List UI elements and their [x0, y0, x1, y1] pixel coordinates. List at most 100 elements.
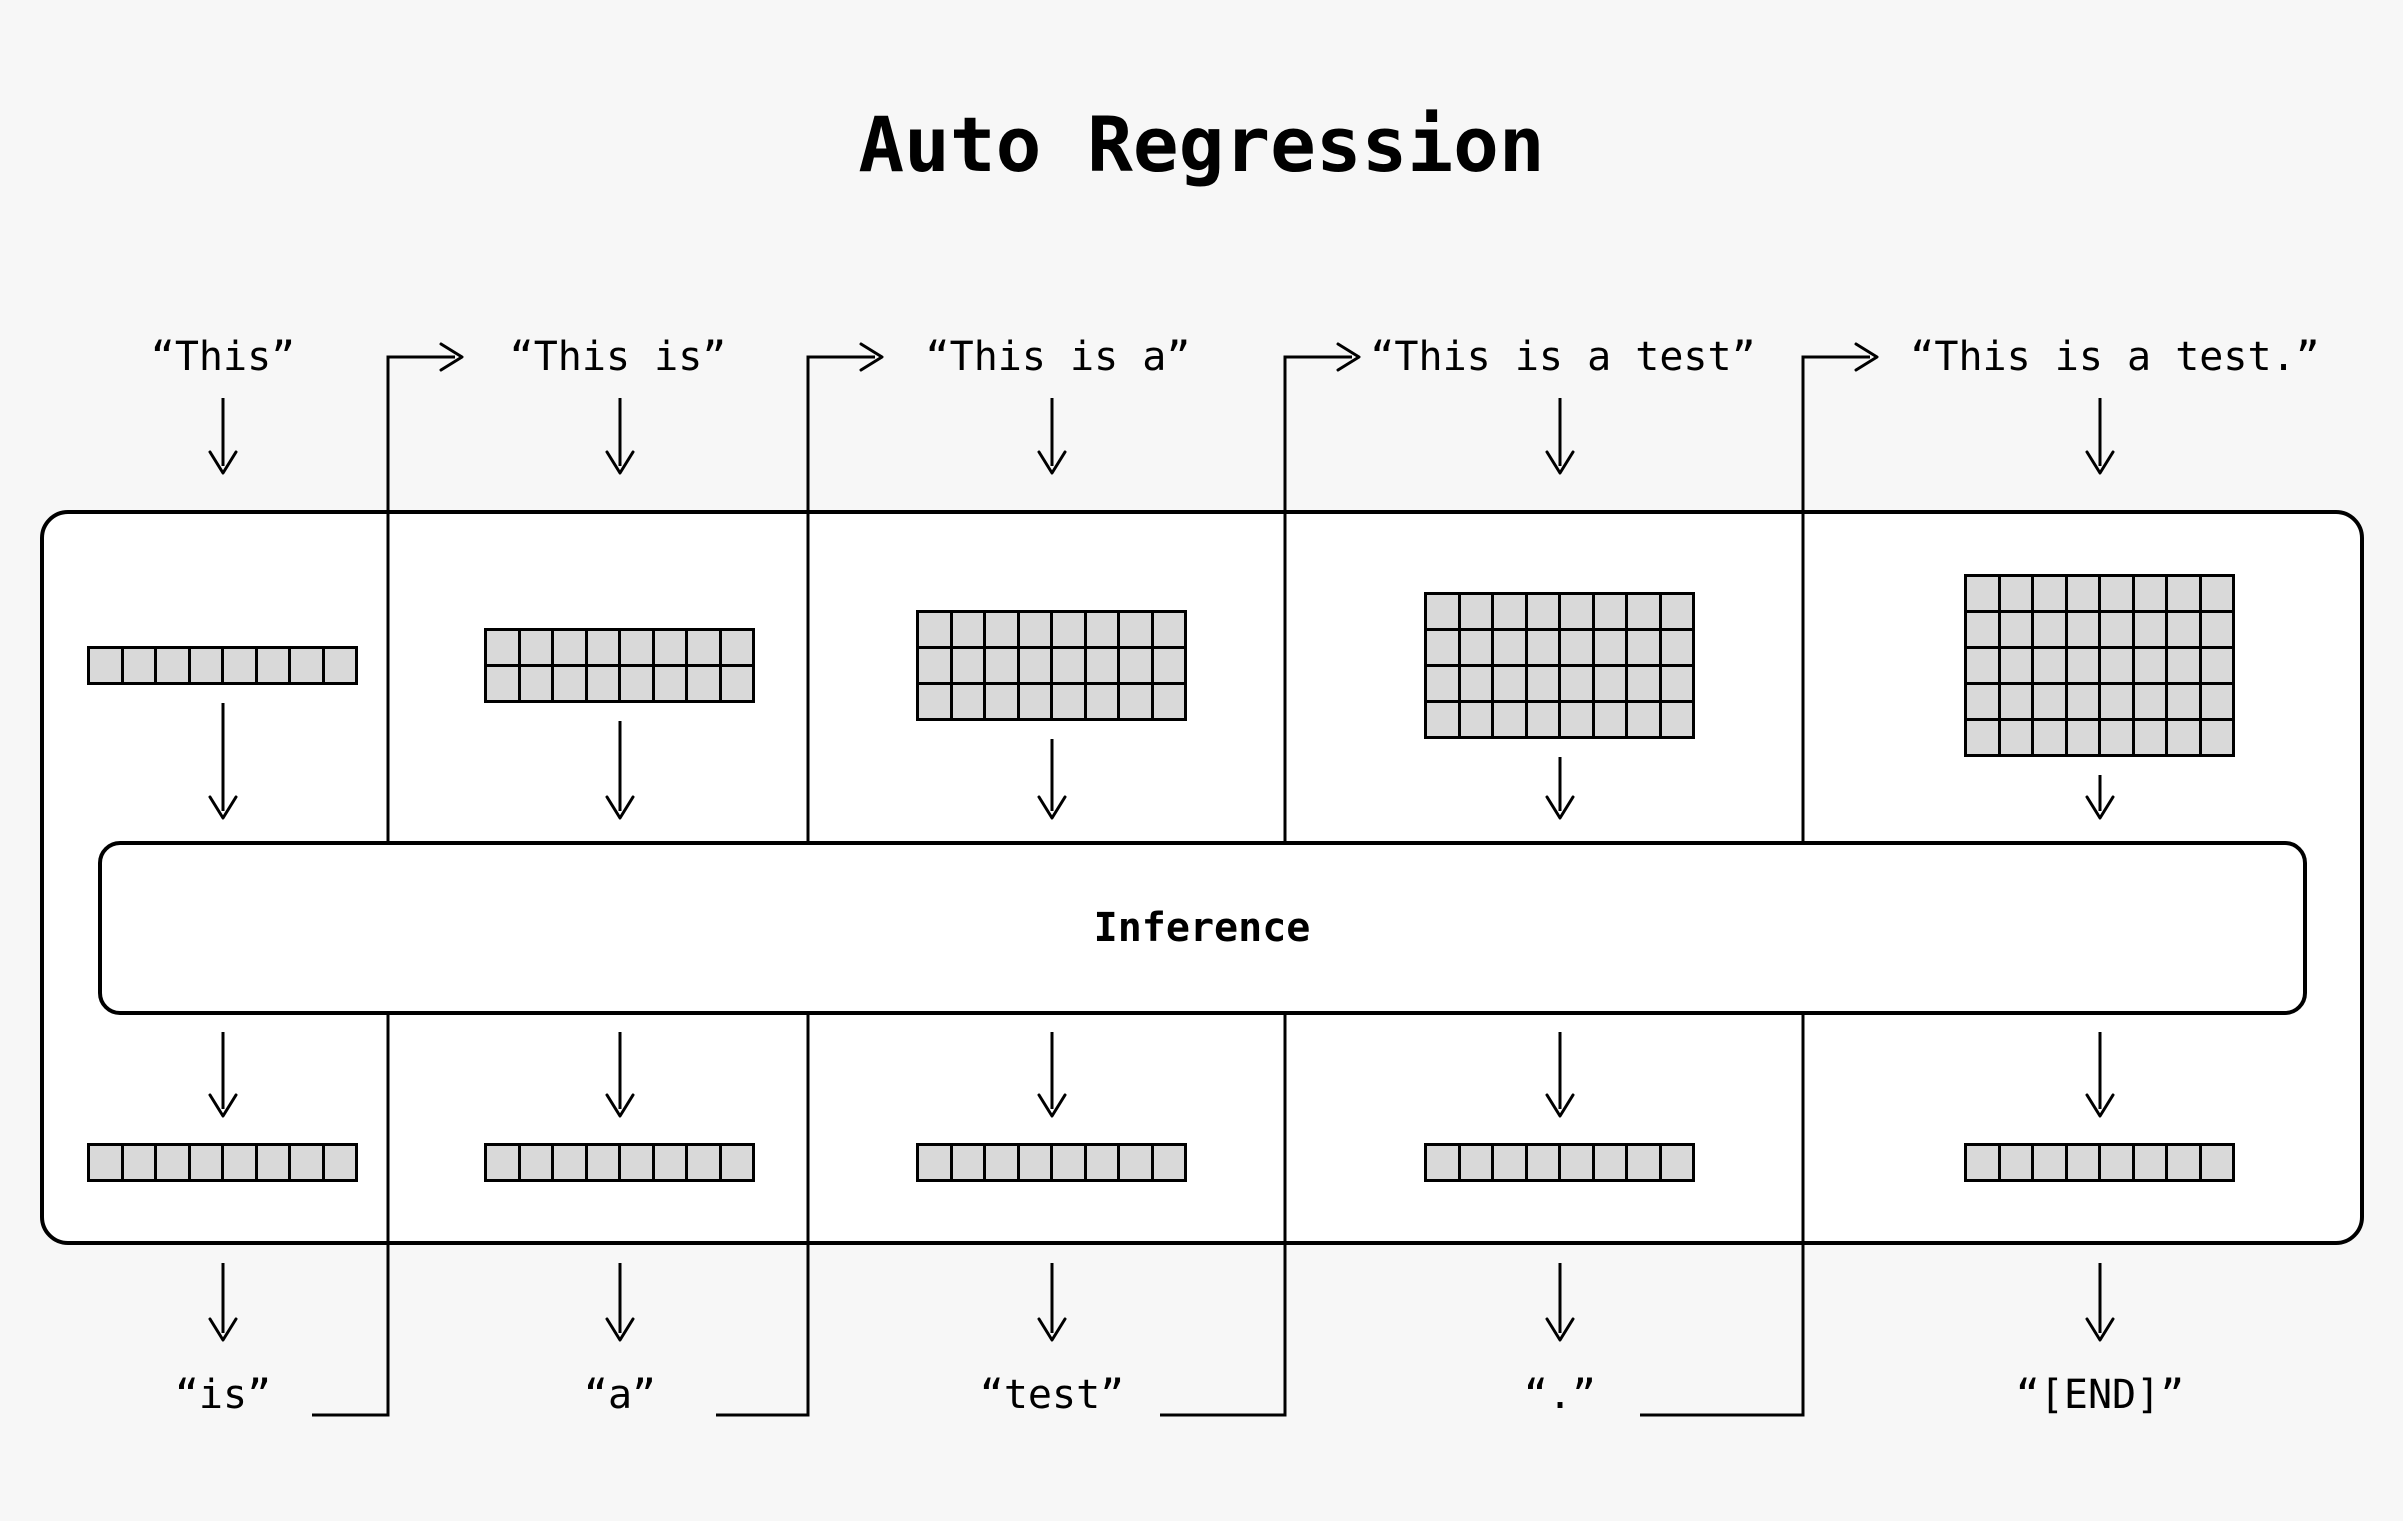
token-cell: [2067, 1146, 2098, 1179]
token-cell: [520, 667, 551, 700]
token-cell: [2101, 613, 2132, 646]
token-cell: [986, 613, 1017, 646]
output-token-grid-5: [1964, 1143, 2235, 1182]
token-cell: [2067, 649, 2098, 682]
token-cell: [1460, 595, 1491, 628]
token-cell: [1019, 685, 1050, 718]
token-cell: [2000, 649, 2031, 682]
token-cell: [554, 631, 585, 664]
token-cell: [587, 1146, 618, 1179]
token-cell: [1427, 1146, 1458, 1179]
token-cell: [1527, 667, 1558, 700]
token-cell: [487, 667, 518, 700]
token-cell: [157, 649, 188, 682]
token-cell: [1628, 703, 1659, 736]
token-cell: [1086, 1146, 1117, 1179]
token-cell: [2168, 1146, 2199, 1179]
token-cell: [1661, 703, 1692, 736]
input-token-grid-2: [484, 628, 755, 703]
input-token-grid-4: [1424, 592, 1695, 739]
token-cell: [123, 649, 154, 682]
tokens-to-inference-arrow-2: [605, 721, 635, 820]
token-cell: [224, 649, 255, 682]
token-cell: [1053, 649, 1084, 682]
input-text-4: “This is a test”: [1370, 334, 1756, 380]
input-text-3: “This is a”: [925, 334, 1191, 380]
token-cell: [654, 1146, 685, 1179]
output-text-4: “.”: [1523, 1372, 1597, 1418]
token-cell: [1153, 649, 1184, 682]
tokens-to-inference-arrow-1: [208, 703, 238, 820]
token-cell: [2067, 721, 2098, 754]
token-cell: [1967, 577, 1998, 610]
token-cell: [2134, 685, 2165, 718]
token-cell: [2168, 685, 2199, 718]
token-cell: [2034, 649, 2065, 682]
token-cell: [1053, 1146, 1084, 1179]
token-cell: [2101, 577, 2132, 610]
token-cell: [2000, 613, 2031, 646]
token-cell: [1153, 1146, 1184, 1179]
token-cell: [520, 631, 551, 664]
token-cell: [1019, 649, 1050, 682]
input-text-arrow-1: [208, 398, 238, 475]
token-cell: [2201, 1146, 2232, 1179]
token-cell: [487, 1146, 518, 1179]
token-cell: [2134, 1146, 2165, 1179]
token-cell: [654, 667, 685, 700]
token-cell: [952, 1146, 983, 1179]
token-cell: [257, 1146, 288, 1179]
token-cell: [224, 1146, 255, 1179]
token-cell: [1661, 1146, 1692, 1179]
token-cell: [2000, 685, 2031, 718]
token-cell: [554, 667, 585, 700]
token-cell: [1661, 631, 1692, 664]
token-cell: [1494, 1146, 1525, 1179]
input-text-arrow-5: [2085, 398, 2115, 475]
token-cell: [1460, 703, 1491, 736]
token-cell: [621, 667, 652, 700]
token-cell: [721, 631, 752, 664]
token-cell: [1494, 667, 1525, 700]
token-cell: [487, 631, 518, 664]
inference-to-output-arrow-4: [1545, 1032, 1575, 1118]
output-token-grid-1: [87, 1143, 358, 1182]
token-cell: [1460, 631, 1491, 664]
token-cell: [1967, 685, 1998, 718]
output-text-5: “[END]”: [2015, 1372, 2185, 1418]
output-text-1: “is”: [174, 1372, 272, 1418]
token-cell: [2134, 613, 2165, 646]
inference-to-output-arrow-1: [208, 1032, 238, 1118]
token-cell: [2134, 721, 2165, 754]
token-cell: [1594, 631, 1625, 664]
token-cell: [2168, 577, 2199, 610]
output-text-arrow-3: [1037, 1263, 1067, 1342]
token-cell: [1120, 685, 1151, 718]
inference-box: [98, 841, 2307, 1015]
token-cell: [1967, 1146, 1998, 1179]
token-cell: [90, 1146, 121, 1179]
token-cell: [2134, 649, 2165, 682]
input-token-grid-3: [916, 610, 1187, 721]
token-cell: [1527, 1146, 1558, 1179]
token-cell: [986, 649, 1017, 682]
token-cell: [1967, 613, 1998, 646]
token-cell: [2000, 1146, 2031, 1179]
token-cell: [1120, 613, 1151, 646]
output-token-grid-3: [916, 1143, 1187, 1182]
token-cell: [952, 685, 983, 718]
token-cell: [520, 1146, 551, 1179]
output-text-arrow-2: [605, 1263, 635, 1342]
input-token-grid-1: [87, 646, 358, 685]
token-cell: [2101, 721, 2132, 754]
token-cell: [1460, 667, 1491, 700]
token-cell: [2034, 1146, 2065, 1179]
token-cell: [587, 667, 618, 700]
page-title: Auto Regression: [858, 100, 1545, 189]
token-cell: [1561, 667, 1592, 700]
token-cell: [1561, 595, 1592, 628]
token-cell: [721, 667, 752, 700]
token-cell: [1086, 613, 1117, 646]
token-cell: [952, 649, 983, 682]
input-text-arrow-2: [605, 398, 635, 475]
